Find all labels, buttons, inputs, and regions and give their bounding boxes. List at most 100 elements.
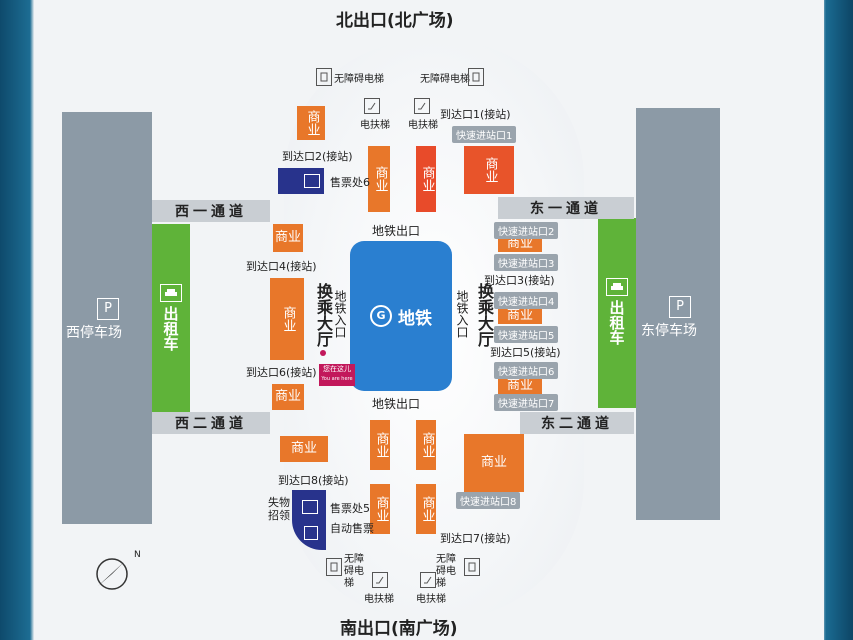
shop-block: 商业 [498, 236, 542, 252]
compass-icon [94, 552, 134, 592]
shop-label: 商业 [419, 496, 435, 522]
east-parking-label: 东停车场 [641, 323, 697, 339]
transfer-hall-left: 换乘大厅 [314, 283, 333, 347]
auto-ticket-icon [304, 526, 318, 540]
fast-entry-3: 快速进站口3 [494, 254, 559, 271]
west-taxi-area: 出租车 [152, 224, 190, 412]
east-corridor-2: 东二通道 [520, 412, 634, 434]
escalator-label-ne: 电扶梯 [408, 120, 438, 131]
fast-entry-2: 快速进站口2 [494, 222, 559, 239]
ticket-office-5-label: 售票处5 [330, 502, 370, 515]
east-corridor-1: 东一通道 [498, 197, 634, 219]
you-are-here-en: You are here [321, 376, 353, 382]
fast-entry-6: 快速进站口6 [494, 362, 559, 379]
shop-block: 商业 [270, 278, 304, 360]
metro-icon: G [370, 305, 392, 327]
shop-label: 商业 [274, 388, 301, 404]
fast-entry-4: 快速进站口4 [494, 292, 559, 309]
shop-label: 商业 [482, 157, 498, 183]
escalator-label-sw: 电扶梯 [364, 594, 394, 605]
west-corridor-2: 西二通道 [152, 412, 270, 434]
accessible-elevator-label-se: 无障碍电梯 [436, 554, 456, 589]
east-taxi-area: 出租车 [598, 218, 636, 408]
elevator-icon [464, 558, 480, 576]
elevator-icon [316, 68, 332, 86]
west-parking-icon: P [97, 298, 119, 320]
arrival-exit-5: 到达口5(接站) [490, 346, 561, 359]
west-parking-area [62, 112, 152, 524]
shop-label: 商业 [274, 229, 301, 245]
metro-exit-bottom: 地铁出口 [372, 397, 421, 411]
shop-label: 商业 [419, 166, 435, 192]
metro-entrance-left: 地铁入口 [333, 290, 347, 338]
west-parking-label: 西停车场 [66, 325, 122, 341]
lost-found-label: 失物招领 [268, 496, 290, 522]
taxi-icon [606, 278, 628, 296]
shop-block: 商业 [498, 308, 542, 324]
fast-entry-8: 快速进站口8 [456, 492, 521, 509]
escalator-icon [364, 98, 380, 114]
arrival-exit-8: 到达口8(接站) [278, 474, 349, 487]
north-exit-label: 北出口(北广场) [336, 11, 454, 31]
shop-label: 商业 [419, 432, 435, 458]
shop-block: 商业 [464, 146, 514, 194]
shop-label: 商业 [304, 110, 320, 136]
shop-block: 商业 [498, 378, 542, 394]
shop-label: 商业 [480, 454, 507, 470]
shop-block: 商业 [464, 434, 524, 492]
metro-entrance-right: 地铁入口 [455, 290, 469, 338]
shop-label: 商业 [290, 440, 317, 456]
east-taxi-label: 出租车 [607, 300, 626, 345]
shop-block: 商业 [370, 420, 390, 470]
metro-label: 地铁 [398, 308, 432, 329]
arrival-exit-4: 到达口4(接站) [246, 260, 317, 273]
escalator-label-se: 电扶梯 [416, 594, 446, 605]
shop-label: 商业 [280, 306, 296, 332]
compass-north-label: N [134, 550, 141, 560]
ticket-icon [304, 174, 320, 188]
metro-exit-top: 地铁出口 [372, 224, 421, 238]
shop-block: 商业 [273, 224, 303, 252]
arrival-exit-7: 到达口7(接站) [440, 532, 511, 545]
shop-label: 商业 [372, 166, 388, 192]
shop-block: 商业 [416, 420, 436, 470]
shop-label: 商业 [506, 235, 533, 251]
shop-block: 商业 [416, 146, 436, 212]
shop-block: 商业 [297, 106, 325, 140]
taxi-icon [160, 284, 182, 302]
escalator-icon [414, 98, 430, 114]
accessible-elevator-label-sw: 无障碍电梯 [344, 554, 364, 589]
accessible-elevator-label-nw: 无障碍电梯 [334, 74, 384, 85]
escalator-icon [420, 572, 436, 588]
west-corridor-1: 西一通道 [152, 200, 270, 222]
south-exit-label: 南出口(南广场) [340, 619, 458, 639]
you-are-here-marker: 您在这儿 You are here [319, 364, 355, 386]
fast-entry-1: 快速进站口1 [452, 126, 517, 143]
you-are-here-cn: 您在这儿 [323, 365, 351, 373]
west-taxi-label: 出租车 [161, 306, 180, 351]
auto-ticket-label: 自动售票 [330, 522, 374, 535]
elevator-icon [468, 68, 484, 86]
shop-label: 商业 [506, 307, 533, 323]
shop-block: 商业 [368, 146, 390, 212]
ticket-icon [302, 500, 318, 514]
arrival-exit-2: 到达口2(接站) [282, 150, 353, 163]
arrival-exit-3: 到达口3(接站) [484, 274, 555, 287]
ticket-office-6-block [278, 168, 324, 194]
east-parking-icon: P [669, 296, 691, 318]
escalator-icon [372, 572, 388, 588]
fast-entry-7: 快速进站口7 [494, 394, 559, 411]
shop-label: 商业 [506, 377, 533, 393]
shop-label: 商业 [373, 432, 389, 458]
shop-block: 商业 [416, 484, 436, 534]
elevator-icon [326, 558, 342, 576]
shop-block: 商业 [272, 384, 304, 410]
you-are-here-dot [320, 350, 326, 356]
east-parking-area [636, 108, 720, 520]
accessible-elevator-label-ne: 无障碍电梯 [420, 74, 470, 85]
metro-block: G 地铁 [350, 241, 452, 391]
ticket-office-6-label: 售票处6 [330, 176, 370, 189]
escalator-label-nw: 电扶梯 [360, 120, 390, 131]
arrival-exit-6: 到达口6(接站) [246, 366, 317, 379]
shop-label: 商业 [373, 496, 389, 522]
